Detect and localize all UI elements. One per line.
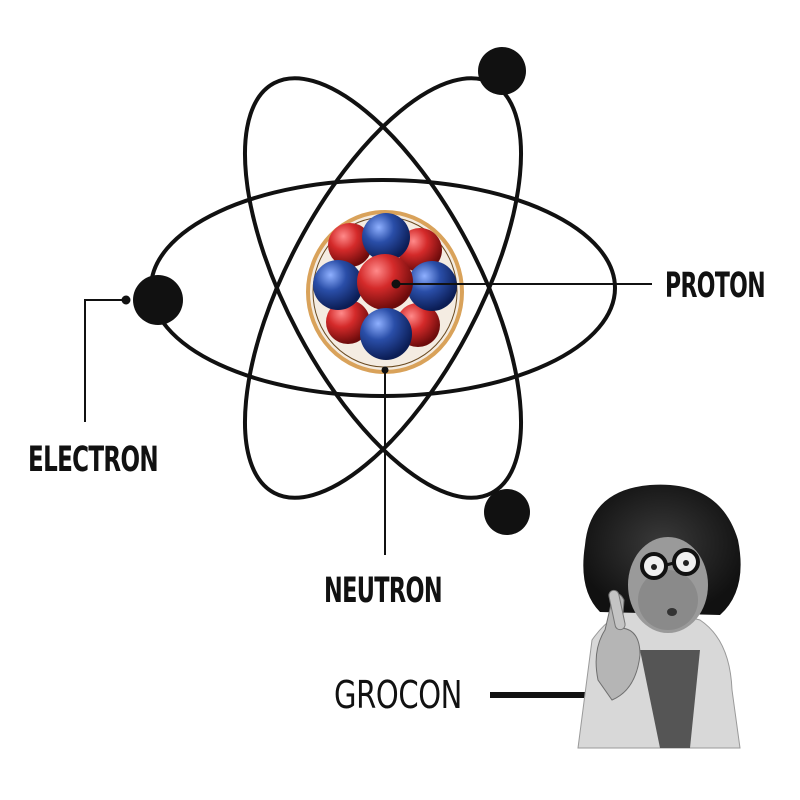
proton-label: PROTON bbox=[665, 266, 765, 306]
neutron bbox=[362, 213, 410, 261]
neutron-label: NEUTRON bbox=[324, 571, 442, 611]
scientist-portrait-icon bbox=[577, 484, 741, 749]
electron-bottom-right bbox=[484, 489, 530, 535]
proton bbox=[326, 300, 370, 344]
electron-leader-line bbox=[84, 299, 126, 422]
orbit-tilted-right bbox=[242, 76, 524, 500]
nucleus bbox=[306, 210, 464, 374]
electron-left bbox=[133, 275, 183, 325]
grocon-label: GROCON bbox=[334, 673, 462, 717]
electron-label: ELECTRON bbox=[28, 440, 158, 480]
proton bbox=[357, 254, 413, 310]
neutron bbox=[407, 261, 457, 311]
electrons bbox=[133, 47, 530, 535]
proton bbox=[328, 223, 372, 267]
neutron bbox=[313, 260, 363, 310]
neutron bbox=[360, 308, 412, 360]
electron-top-right bbox=[478, 47, 526, 95]
